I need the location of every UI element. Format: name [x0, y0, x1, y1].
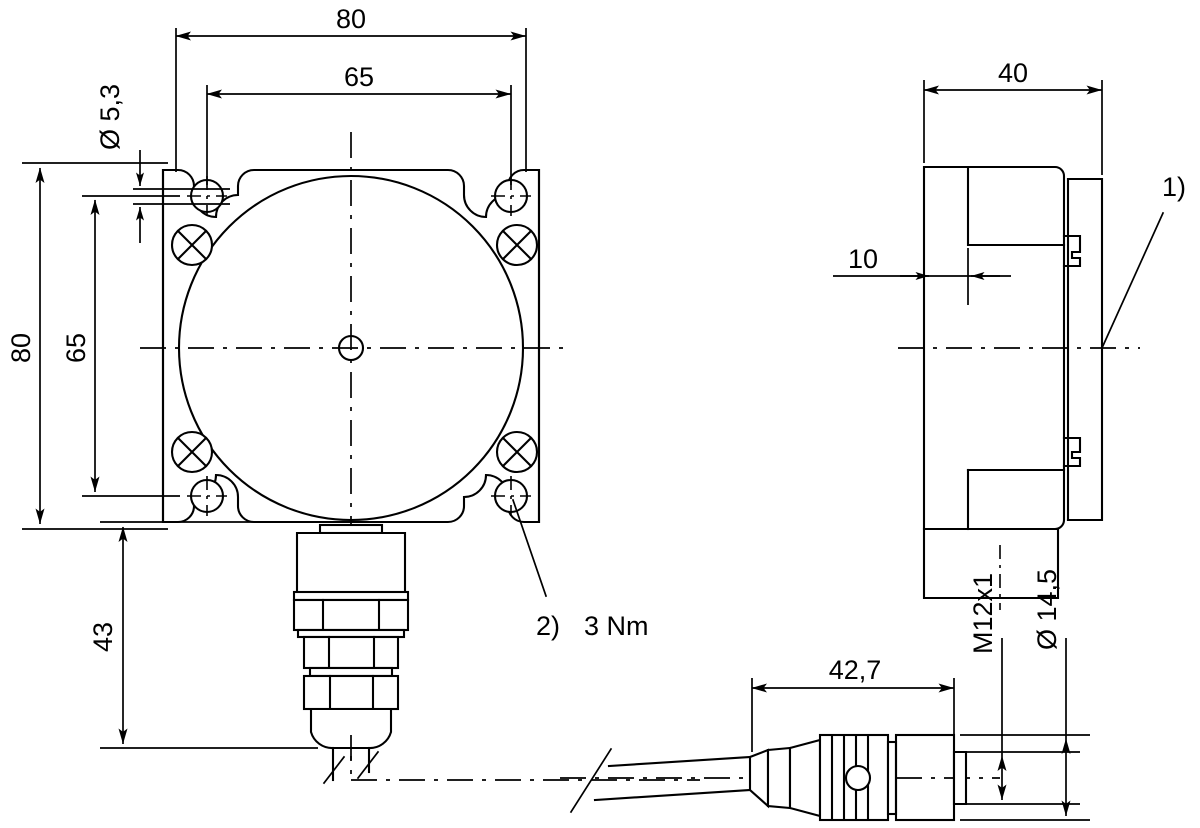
dim-label-80-top: 80: [336, 4, 366, 34]
dim-label-43: 43: [88, 622, 118, 652]
mounting-hole-bottom-right: [491, 476, 531, 516]
dim-label-40: 40: [998, 58, 1028, 88]
side-bottom-foot: [922, 527, 1060, 600]
connector-collar: [886, 740, 898, 816]
cable-gland: [292, 523, 700, 785]
screw-bottom-right: [495, 430, 539, 474]
side-latch-upper: [1062, 234, 1082, 268]
cable-break-symbol: [569, 747, 613, 814]
dim-label-65-left: 65: [61, 333, 91, 363]
dim-label-53: Ø 5,3: [95, 84, 125, 150]
cable-upper-edge: [607, 755, 752, 768]
note-2-number: 2): [536, 611, 560, 641]
connector-keyway-bore: [844, 764, 872, 792]
dim-label-65-top: 65: [344, 62, 374, 92]
dim-label-427: 42,7: [829, 655, 882, 685]
dim-label-10: 10: [848, 244, 878, 274]
side-view-dimensions: 40 10: [833, 58, 1103, 305]
note-2-callout: 2) 3 Nm: [511, 498, 649, 641]
side-recess-upper: [966, 165, 1066, 247]
screw-top-left: [170, 223, 214, 267]
dim-label-m12x1: M12x1: [968, 573, 998, 654]
note-1-number: 1): [1162, 172, 1186, 202]
dim-label-145: Ø 14,5: [1032, 569, 1062, 650]
front-view: [140, 132, 700, 785]
m12-connector-view: [560, 733, 1000, 822]
side-latch-lower: [1062, 436, 1082, 468]
dim-label-80-left: 80: [6, 333, 36, 363]
side-view: [898, 165, 1140, 610]
front-view-dimensions: 80 65 80 65 Ø 5,3 43: [6, 4, 527, 749]
connector-grip-body: [766, 746, 792, 810]
connector-grip-taper: [788, 738, 822, 818]
cable-lower-edge: [593, 788, 752, 802]
connector-thread-tip: [952, 750, 968, 806]
side-back-cover: [1066, 177, 1104, 522]
connector-dimensions: 42,7 M12x1 Ø 14,5: [751, 569, 1090, 821]
mounting-hole-bottom-left: [187, 476, 227, 516]
screw-bottom-left: [170, 430, 214, 474]
note-1-leader-line: [1100, 211, 1165, 350]
note-2-leader-line: [511, 498, 548, 598]
note-1-callout: 1): [1100, 172, 1186, 350]
screw-top-right: [495, 223, 539, 267]
note-2-value: 3 Nm: [584, 611, 649, 641]
